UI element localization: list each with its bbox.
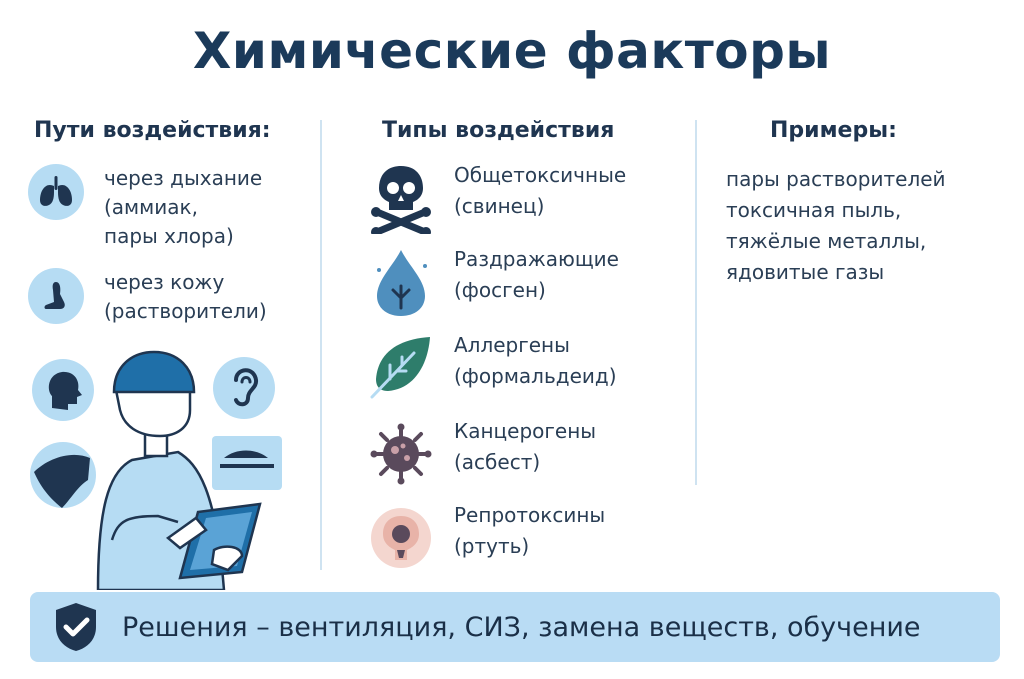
tablet-icon [165, 502, 262, 580]
type-carcinogen-name: Канцерогены [454, 419, 597, 443]
shoulder-icon [30, 442, 96, 508]
example-item: тяжёлые металлы, [726, 229, 927, 253]
type-reprotoxic: Репротоксины (ртуть) [366, 500, 605, 576]
lungs-icon [28, 164, 84, 220]
page-title: Химические факторы [192, 22, 832, 80]
water-surface-icon [212, 436, 282, 490]
shield-check-icon [56, 603, 96, 651]
germ-icon [366, 416, 436, 492]
divider-left [320, 120, 322, 570]
type-allergen: Аллергены (формальдеид) [366, 330, 617, 406]
hand-skin-icon [28, 268, 84, 324]
solutions-text: Решения – вентиляция, СИЗ, замена вещест… [122, 611, 921, 643]
type-reprotoxic-name: Репротоксины [454, 503, 606, 527]
ear-icon [213, 357, 275, 419]
type-reprotoxic-example: (ртуть) [454, 534, 530, 558]
type-general-toxic-example: (свинец) [454, 194, 545, 218]
divider-right [695, 120, 697, 485]
route-skin-line-1: через кожу [104, 270, 225, 294]
route-breathing-line-3: пары хлора) [104, 224, 234, 248]
type-allergen-example: (формальдеид) [454, 364, 617, 388]
type-irritant-name: Раздражающие [454, 247, 619, 271]
type-general-toxic: Общетоксичные (свинец) [366, 160, 626, 236]
type-carcinogen: Канцерогены (асбест) [366, 416, 596, 492]
head-profile-icon [32, 359, 94, 421]
type-carcinogen-example: (асбест) [454, 450, 541, 474]
route-skin: через кожу (растворители) [28, 268, 267, 326]
examples-list: пары растворителей токсичная пыль, тяжёл… [726, 164, 946, 288]
type-general-toxic-name: Общетоксичные [454, 163, 627, 187]
routes-heading: Пути воздействия: [34, 118, 271, 143]
route-breathing-line-2: (аммиак, [104, 195, 198, 219]
worker-illustration [30, 350, 282, 590]
worker-figure-icon [96, 350, 226, 590]
example-item: ядовитые газы [726, 260, 885, 284]
route-breathing-line-1: через дыхание [104, 166, 263, 190]
examples-heading: Примеры: [770, 118, 897, 143]
route-skin-line-2: (растворители) [104, 299, 267, 323]
type-allergen-name: Аллергены [454, 333, 570, 357]
example-item: токсичная пыль, [726, 198, 902, 222]
skull-crossbones-icon [366, 160, 436, 236]
droplet-icon [366, 244, 436, 320]
example-item: пары растворителей [726, 167, 946, 191]
solutions-banner: Решения – вентиляция, СИЗ, замена вещест… [30, 592, 1000, 662]
leaf-icon [366, 330, 436, 406]
route-breathing: через дыхание (аммиак, пары хлора) [28, 164, 262, 251]
uterus-icon [366, 500, 436, 576]
type-irritant: Раздражающие (фосген) [366, 244, 619, 320]
type-irritant-example: (фосген) [454, 278, 546, 302]
types-heading: Типы воздействия [382, 118, 615, 143]
